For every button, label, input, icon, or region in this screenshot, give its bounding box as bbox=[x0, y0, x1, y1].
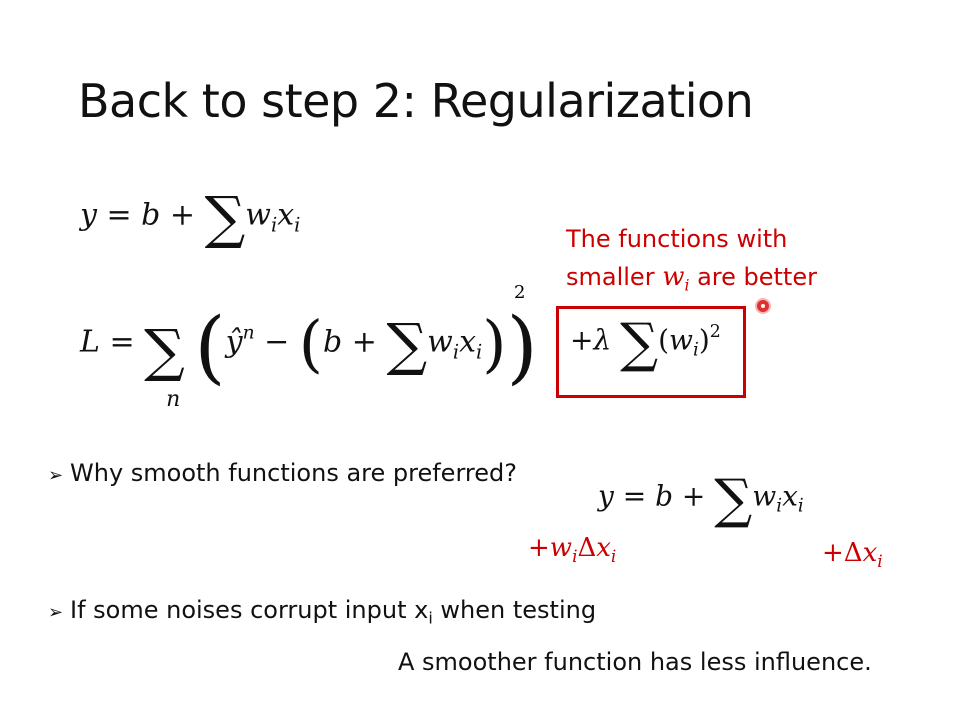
regularization-note: The functions with smaller wi are better bbox=[566, 220, 817, 304]
loss-equation: L = ∑ n (ŷn − (b + ∑wixi)) bbox=[80, 300, 538, 413]
arrow-bullet-icon: ➢ bbox=[48, 465, 64, 486]
regularization-term: +λ ∑(wi)2 bbox=[570, 312, 721, 374]
model-equation: y = b + ∑wixi bbox=[80, 185, 301, 251]
output-perturbation: +wiΔxi bbox=[528, 533, 617, 566]
input-perturbation: +Δxi bbox=[822, 538, 883, 571]
closing-statement: A smoother function has less influence. bbox=[398, 648, 872, 676]
slide-title: Back to step 2: Regularization bbox=[78, 74, 754, 128]
arrow-bullet-icon: ➢ bbox=[48, 602, 64, 623]
laser-pointer-icon bbox=[757, 300, 769, 312]
regularization-term-box bbox=[556, 306, 746, 398]
note-line-2: smaller wi are better bbox=[566, 262, 817, 295]
bullet-noise-input: ➢If some noises corrupt input xi when te… bbox=[48, 596, 597, 628]
smooth-equation: y = b + ∑wixi bbox=[598, 468, 804, 530]
bullet-smooth-functions: ➢Why smooth functions are preferred? bbox=[48, 459, 517, 487]
note-line-1: The functions with bbox=[566, 225, 788, 253]
loss-exponent: 2 bbox=[514, 282, 526, 303]
